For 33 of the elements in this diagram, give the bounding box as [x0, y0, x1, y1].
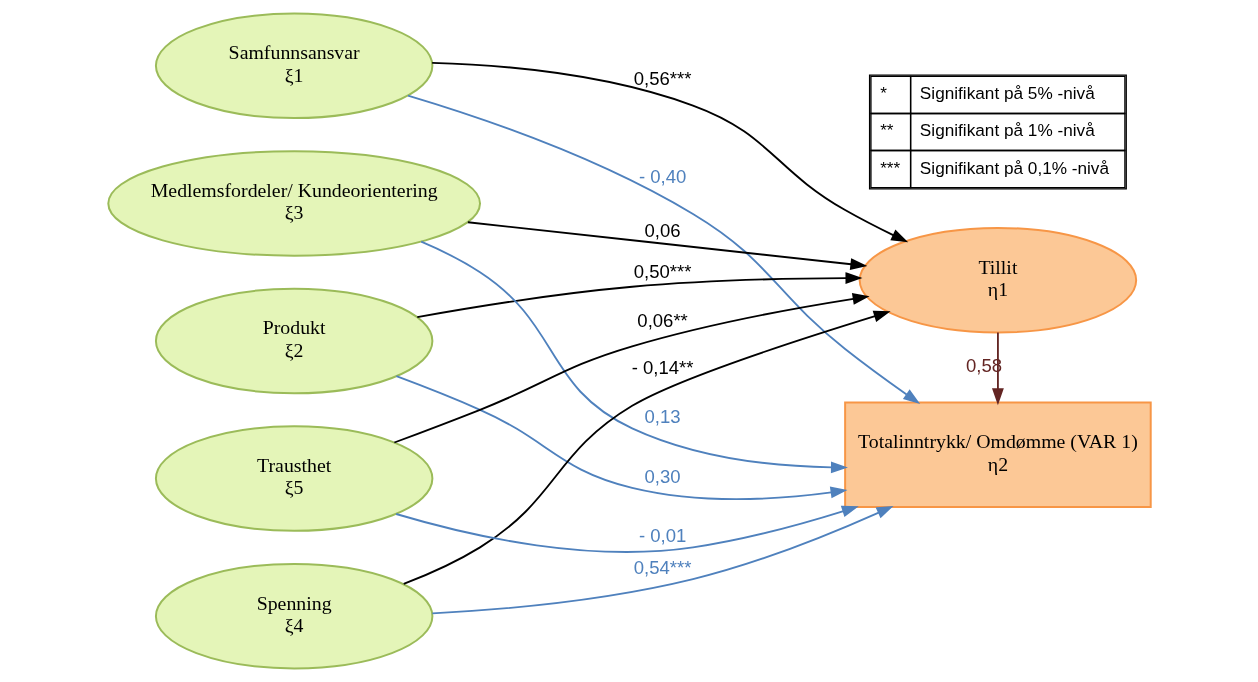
arrow [406, 94, 920, 404]
arrow [991, 331, 1004, 406]
edge-label: - 0,01 [638, 525, 686, 547]
edge-label: 0,54*** [633, 557, 691, 579]
arrow [466, 221, 867, 271]
node-ellipse: Spenning ξ4 [154, 562, 433, 670]
edge-label: - 0,40 [638, 165, 686, 187]
edge-label: 0,13 [644, 406, 681, 428]
label: ** [879, 120, 894, 141]
label: Signifikant på 0,1% -nivå [919, 157, 1109, 178]
arrow [395, 375, 847, 500]
edge-label: 0,56*** [633, 67, 691, 89]
edge-label: 0,06 [644, 219, 681, 241]
arrow [392, 293, 870, 444]
node-ellipse: Trausthet ξ5 [154, 425, 433, 532]
arrow [430, 61, 908, 243]
edge-label: - 0,14** [631, 357, 693, 379]
arrow [430, 505, 894, 615]
arrow [394, 505, 859, 553]
label: Signifikant på 1% -nivå [919, 120, 1095, 141]
edge-label: 0,06** [636, 309, 688, 331]
label: Signifikant på 5% -nivå [919, 83, 1095, 104]
node-box: Totalinntrykk/ Omdømme (VAR 1) η2 [843, 401, 1152, 508]
label: * [879, 83, 887, 104]
arrow [402, 310, 891, 585]
edge-label: 0,50*** [633, 260, 691, 282]
node-ellipse: Medlemsfordeler/ Kundeorientering ξ3 [106, 150, 481, 257]
arrow [419, 240, 848, 474]
arrow [415, 272, 862, 319]
node-ellipse: Produkt ξ2 [154, 287, 433, 395]
edge-label: 0,30 [644, 465, 681, 487]
label: *** [879, 157, 900, 178]
node-ellipse: Samfunnsansvar ξ1 [154, 12, 433, 120]
